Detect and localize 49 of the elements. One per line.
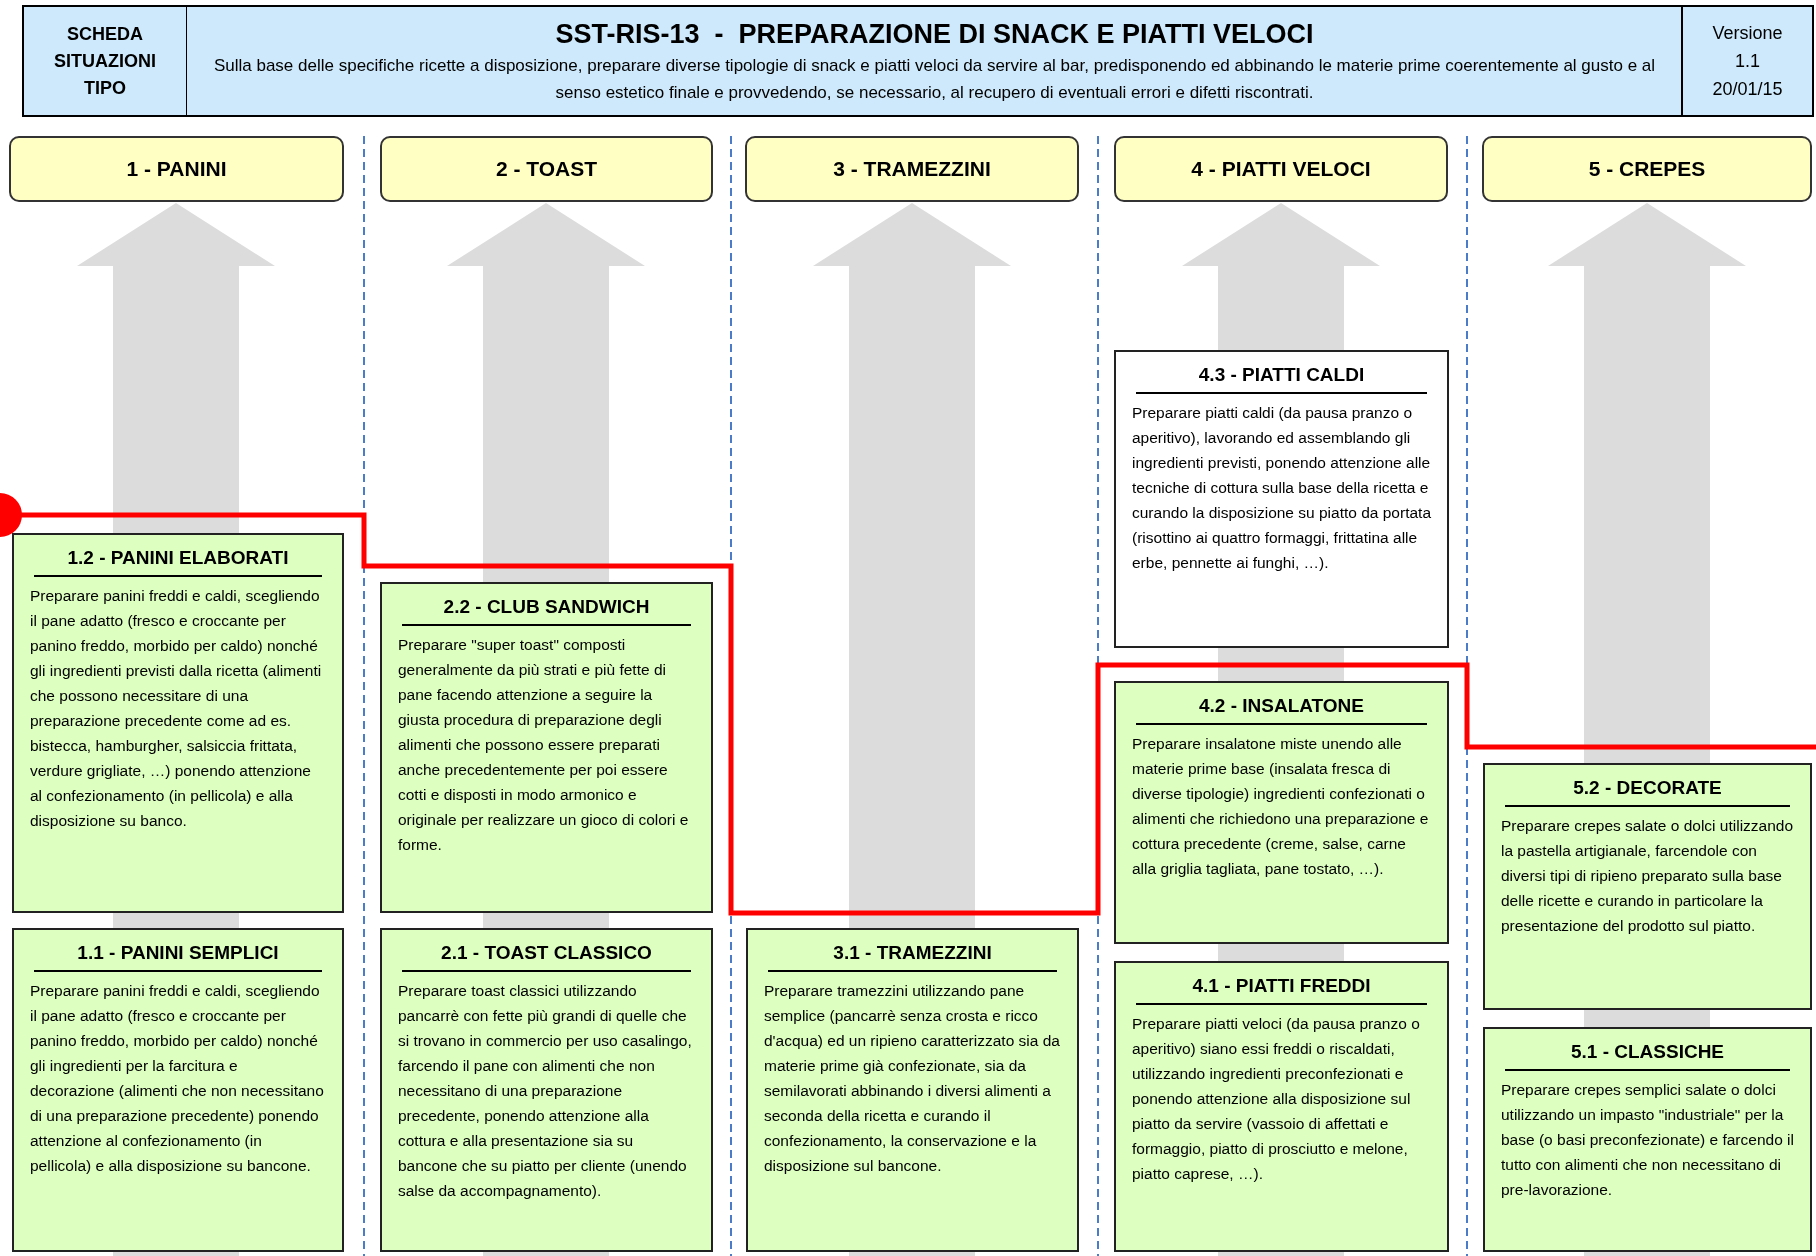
category-header	[1114, 136, 1448, 202]
category-header	[380, 136, 713, 202]
skill-card	[380, 928, 713, 1252]
skill-title: 1.1 - PANINI SEMPLICI	[34, 938, 322, 972]
category-header	[745, 136, 1079, 202]
category-title: 3 - TRAMEZZINI	[833, 156, 991, 183]
skill-description: Preparare "super toast" composti generalmente da più strati e più fette di pane facendo attenzione a seguire la giusta procedura di preparazione degli alimenti che possono essere preparati anche precedentemente per poi essere cotti e disposti in modo armonico e originale per realizzare un gioco di colori e forme.	[398, 635, 690, 855]
skill-card	[1114, 681, 1449, 944]
title-box	[187, 5, 1682, 117]
skill-card	[12, 928, 344, 1252]
skill-card	[12, 533, 344, 913]
skill-title: 4.3 - PIATTI CALDI	[1136, 360, 1427, 394]
skill-description: Preparare toast classici utilizzando pancarrè con fette più grandi di quelle che si trovano in commercio per uso casalingo, farcendo il pane con alimenti che non necessitano di una preparazione precedente, ponendo attenzione alla cottura e alla presentazione sia su bancone che su piatto per cliente (unendo salse da accompagnamento).	[398, 981, 693, 1201]
skill-description: Preparare piatti veloci (da pausa pranzo o aperitivo) siano essi freddi o riscaldati, utilizzando ingredienti preconfezionati e ponendo attenzione alla disposizione sul piatto da servire (vassoio di affettati e formaggio, piatto di prosciutto e melone, piatto caprese, …).	[1132, 1014, 1421, 1184]
skill-description: Preparare insalatone miste unendo alle materie prime base (insalata fresca di diverse tipologie) ingredienti confezionati o alimenti che richiedono una preparazione e cottura precedente (creme, salse, carne alla griglia tagliata, pane tostato, …).	[1132, 734, 1430, 879]
category-title: 4 - PIATTI VELOCI	[1191, 156, 1371, 183]
skill-title: 1.2 - PANINI ELABORATI	[34, 543, 322, 577]
category-header	[9, 136, 344, 202]
category-title: 1 - PANINI	[126, 156, 227, 183]
sheet-description: Sulla base delle specifiche ricette a disposizione, preparare diverse tipologie di snack e piatti veloci da servire al bar, predisponendo ed abbinando le materie prime coerentemente al gusto e al senso estetico finale e provvedendo, se necessario, al recupero di eventuali errori e difetti riscontrati.	[212, 55, 1657, 104]
skill-description: Preparare panini freddi e caldi, scegliendo il pane adatto (fresco e croccante per panino freddo, morbido per caldo) nonché gli ingredienti per la farcitura e decorazione (alimenti che non necessitano di una preparazione precedente) ponendo attenzione al confezionamento (in pellicola) e alla disposizione su bancone.	[30, 981, 325, 1176]
sheet-type-label: SCHEDA SITUAZIONI TIPO	[53, 22, 157, 100]
skill-card	[746, 928, 1079, 1252]
category-title: 2 - TOAST	[495, 156, 598, 183]
skill-card	[380, 582, 713, 913]
skill-title: 2.1 - TOAST CLASSICO	[402, 938, 691, 972]
skill-title: 5.1 - CLASSICHE	[1505, 1037, 1790, 1071]
sheet-type-box	[22, 5, 188, 117]
version-text: Versione	[1712, 22, 1783, 45]
category-title: 5 - CREPES	[1588, 156, 1706, 183]
skill-description: Preparare tramezzini utilizzando pane semplice (pancarrè senza crosta e ricco d'acqua) ed un ripieno caratterizzato sia da materie prime già confezionate, sia da semilavorati abbinando i diversi alimenti a seconda della ricetta e curando il confezionamento, la conservazione e la disposizione sul bancone.	[764, 981, 1061, 1176]
skill-card	[1114, 961, 1449, 1252]
skill-title: 4.2 - INSALATONE	[1136, 691, 1427, 725]
skill-description: Preparare piatti caldi (da pausa pranzo o aperitivo), lavorando ed assemblando gli ingredienti previsti, ponendo attenzione alle tecniche di cottura sulla base della ricetta e curando la disposizione su piatto da portata (risottino ai quattro formaggi, frittatina alle erbe, pennette ai funghi, …).	[1132, 403, 1431, 573]
skill-card	[1483, 1027, 1812, 1252]
skill-card	[1114, 350, 1449, 648]
skill-title: 3.1 - TRAMEZZINI	[768, 938, 1057, 972]
sheet-title: SST-RIS-13 - PREPARAZIONE DI SNACK E PIATTI VELOCI	[555, 18, 1314, 51]
skill-title: 4.1 - PIATTI FREDDI	[1136, 971, 1427, 1005]
skill-description: Preparare panini freddi e caldi, scegliendo il pane adatto (fresco e croccante per panino freddo, morbido per caldo) nonché gli ingredienti previsti dalla ricetta (alimenti che possono necessitare di una preparazione precedente come ad es. bistecca, hamburgher, salsiccia frittata, verdure grigliate, …) ponendo attenzione al confezionamento (in pellicola) e alla disposizione su banco.	[30, 586, 323, 831]
version-text: 20/01/15	[1712, 78, 1783, 101]
skill-title: 5.2 - DECORATE	[1505, 773, 1790, 807]
skill-card	[1483, 763, 1812, 1010]
skill-description: Preparare crepes salate o dolci utilizzando la pastella artigianale, farcendole con diversi tipi di ripieno preparato sulla base delle ricette e curando in particolare la presentazione del prodotto sul piatto.	[1501, 816, 1794, 936]
version-box	[1681, 5, 1814, 117]
category-header	[1482, 136, 1812, 202]
skill-title: 2.2 - CLUB SANDWICH	[402, 592, 691, 626]
version-text: 1.1	[1735, 50, 1760, 73]
skill-description: Preparare crepes semplici salate o dolci utilizzando un impasto "industriale" per la base (o basi preconfezionate) e farcendo il tutto con alimenti che non necessitano di pre-lavorazione.	[1501, 1080, 1794, 1200]
